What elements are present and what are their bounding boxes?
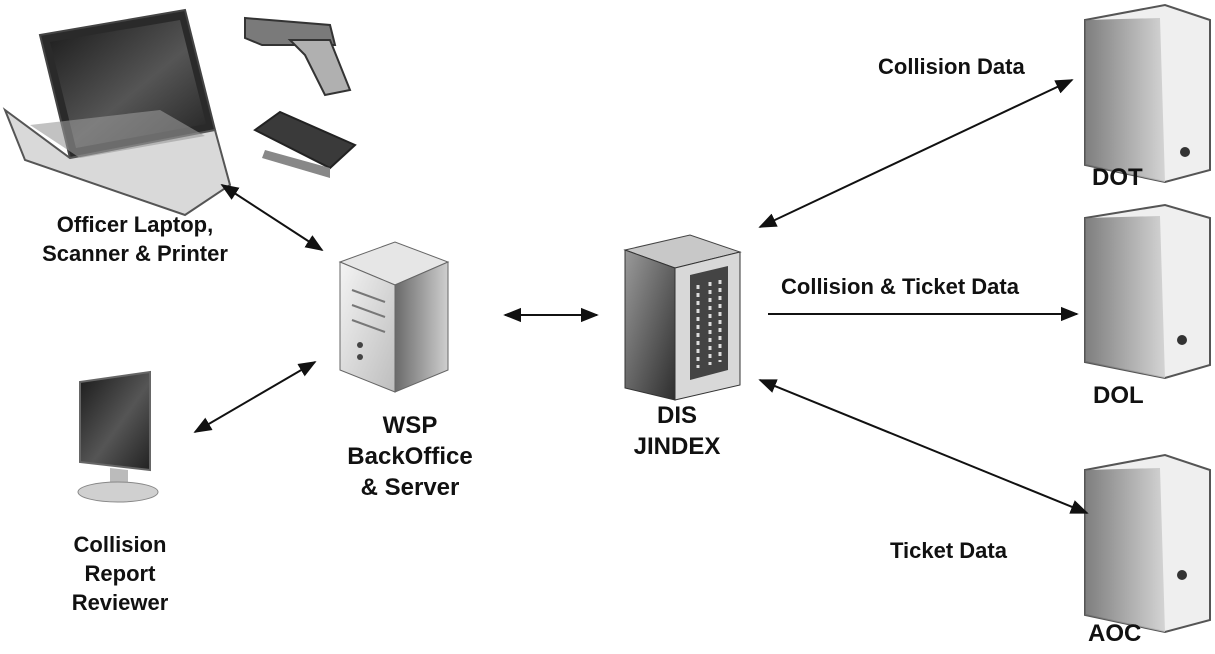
arrow-dis-dot — [758, 79, 1074, 228]
dis-label-line2: JINDEX — [633, 433, 721, 460]
barcode-scanner-icon — [244, 16, 352, 97]
portable-printer-icon — [253, 110, 357, 178]
dis-label-line1: DIS — [656, 402, 697, 429]
node-label-dis: DIS JINDEX — [612, 400, 742, 462]
edge-label-collision-ticket-data: Collision & Ticket Data — [781, 274, 1019, 299]
arrow-reviewer-wsp — [193, 361, 317, 433]
dol-server-icon — [1084, 203, 1211, 380]
node-label-dol: DOL — [1093, 382, 1144, 409]
node-label-dot: DOT — [1092, 164, 1143, 191]
edge-label-ticket-data: Ticket Data — [890, 538, 1007, 563]
wsp-server-icon — [338, 241, 450, 393]
reviewer-label-line3: Reviewer — [71, 590, 169, 615]
edge-label-collision-data: Collision Data — [878, 54, 1025, 79]
dis-server-icon — [623, 234, 742, 401]
officer-label-line1: Officer Laptop, — [56, 212, 214, 237]
node-label-reviewer: Collision Report Reviewer — [50, 530, 190, 617]
officer-label-line2: Scanner & Printer — [42, 241, 228, 266]
node-label-officer: Officer Laptop, Scanner & Printer — [20, 210, 250, 268]
arrow-officer-wsp — [220, 184, 324, 251]
laptop-icon — [2, 8, 232, 217]
monitor-icon — [77, 370, 159, 503]
reviewer-label-line2: Report — [84, 561, 156, 586]
reviewer-label-line1: Collision — [73, 532, 167, 557]
wsp-label-line2: BackOffice — [347, 443, 473, 470]
node-label-aoc: AOC — [1088, 620, 1142, 647]
dot-server-icon — [1084, 3, 1211, 184]
node-label-wsp: WSP BackOffice & Server — [325, 410, 495, 503]
aoc-server-icon — [1084, 453, 1211, 634]
wsp-label-line1: WSP — [382, 412, 438, 439]
wsp-label-line3: & Server — [360, 474, 460, 501]
arrow-dis-aoc — [758, 379, 1089, 514]
